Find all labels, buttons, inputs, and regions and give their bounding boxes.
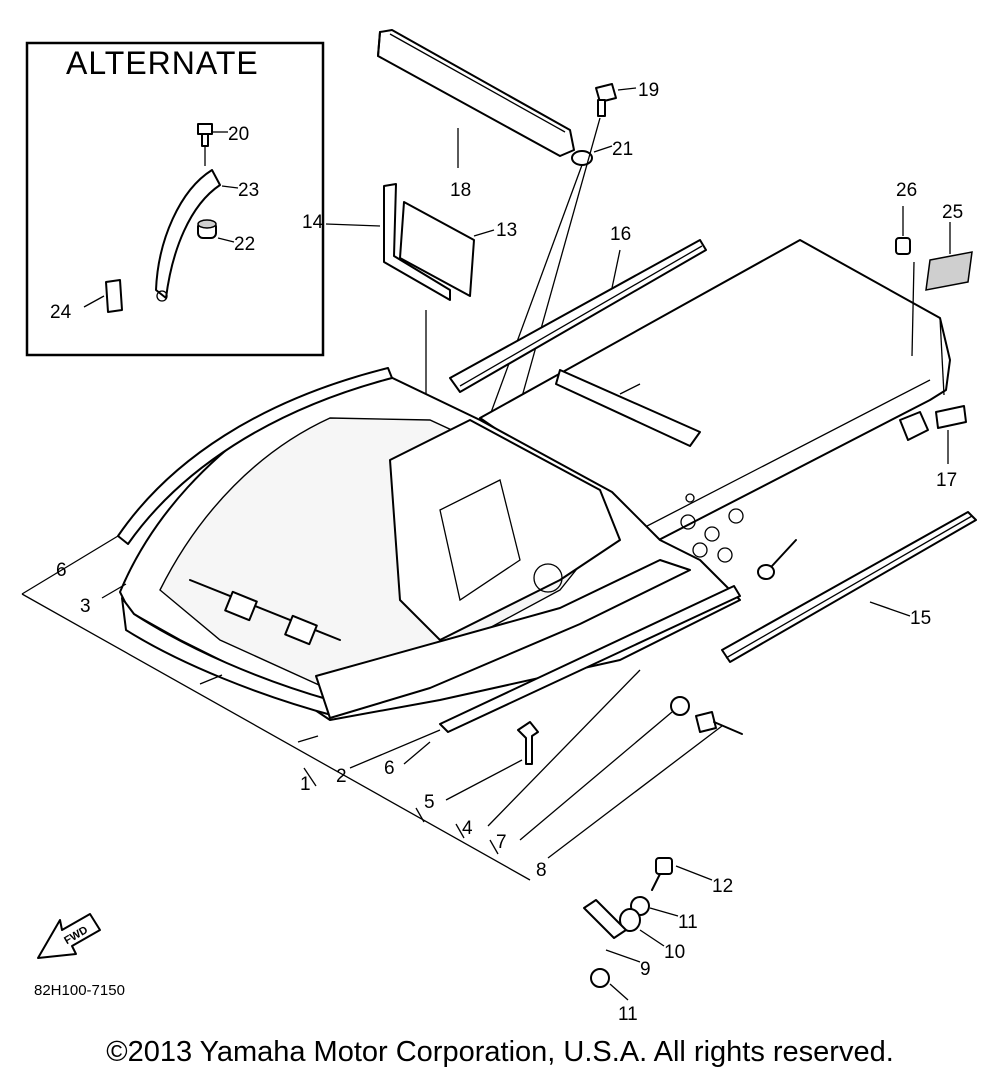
reflector-25: 25 bbox=[925, 202, 973, 291]
callout-5: 5 bbox=[424, 792, 435, 813]
leader-lines bbox=[21, 535, 723, 881]
copyright-text: ©2013 Yamaha Motor Corporation, U.S.A. A… bbox=[106, 1036, 894, 1068]
callout-14: 14 bbox=[302, 212, 324, 233]
callout-15: 15 bbox=[910, 608, 931, 629]
callout-19: 19 bbox=[638, 80, 659, 101]
callout-26: 26 bbox=[896, 180, 917, 201]
callout-18: 18 bbox=[450, 180, 471, 201]
alternate-title: ALTERNATE bbox=[66, 45, 259, 81]
callout-25: 25 bbox=[942, 202, 963, 223]
callout-12: 12 bbox=[712, 876, 733, 897]
callout-20: 20 bbox=[228, 124, 249, 145]
backrest-14: 14 bbox=[302, 183, 451, 301]
guard-23 bbox=[155, 169, 239, 302]
callout-2: 2 bbox=[336, 766, 347, 787]
bolt-19: 19 bbox=[595, 80, 659, 117]
parts-diagram: ALTERNATE 20 23 22 24 bbox=[21, 29, 977, 1025]
fastener-near-15 bbox=[757, 539, 797, 580]
callout-9: 9 bbox=[640, 959, 651, 980]
callout-17: 17 bbox=[936, 470, 957, 491]
callout-11b: 11 bbox=[618, 1004, 638, 1025]
chassis-body bbox=[117, 239, 951, 733]
callout-23: 23 bbox=[238, 180, 259, 201]
callout-10: 10 bbox=[664, 942, 685, 963]
callout-13: 13 bbox=[496, 220, 517, 241]
callout-22: 22 bbox=[234, 234, 255, 255]
callout-1: 1 bbox=[300, 774, 311, 795]
rail-16: 16 bbox=[449, 224, 707, 393]
callout-6b: 6 bbox=[384, 758, 395, 779]
callout-11a: 11 bbox=[678, 912, 698, 933]
alternate-inset: ALTERNATE 20 23 22 24 bbox=[25, 41, 325, 357]
callout-7: 7 bbox=[496, 832, 507, 853]
running-board-15: 15 bbox=[721, 511, 977, 663]
callout-16: 16 bbox=[610, 224, 631, 245]
callout-21: 21 bbox=[612, 139, 633, 160]
shroud-18: 18 bbox=[377, 29, 575, 201]
grommet-22 bbox=[197, 219, 235, 243]
nut-21: 21 bbox=[571, 139, 633, 166]
fwd-arrow-icon: FWD bbox=[37, 913, 101, 959]
nut-26: 26 bbox=[895, 180, 917, 357]
callout-4: 4 bbox=[462, 818, 473, 839]
callout-3: 3 bbox=[80, 596, 91, 617]
callout-8: 8 bbox=[536, 860, 547, 881]
decal-17: 17 bbox=[935, 405, 967, 491]
callout-24: 24 bbox=[50, 302, 72, 323]
callout-6a: 6 bbox=[56, 560, 67, 581]
fastener-group bbox=[583, 857, 713, 1001]
washer-7 bbox=[670, 696, 690, 716]
rivet-5 bbox=[517, 721, 539, 765]
bolt-8 bbox=[695, 711, 743, 735]
pad-13: 13 bbox=[399, 201, 517, 297]
part-code: 82H100-7150 bbox=[34, 982, 125, 999]
washer-24 bbox=[83, 279, 123, 313]
